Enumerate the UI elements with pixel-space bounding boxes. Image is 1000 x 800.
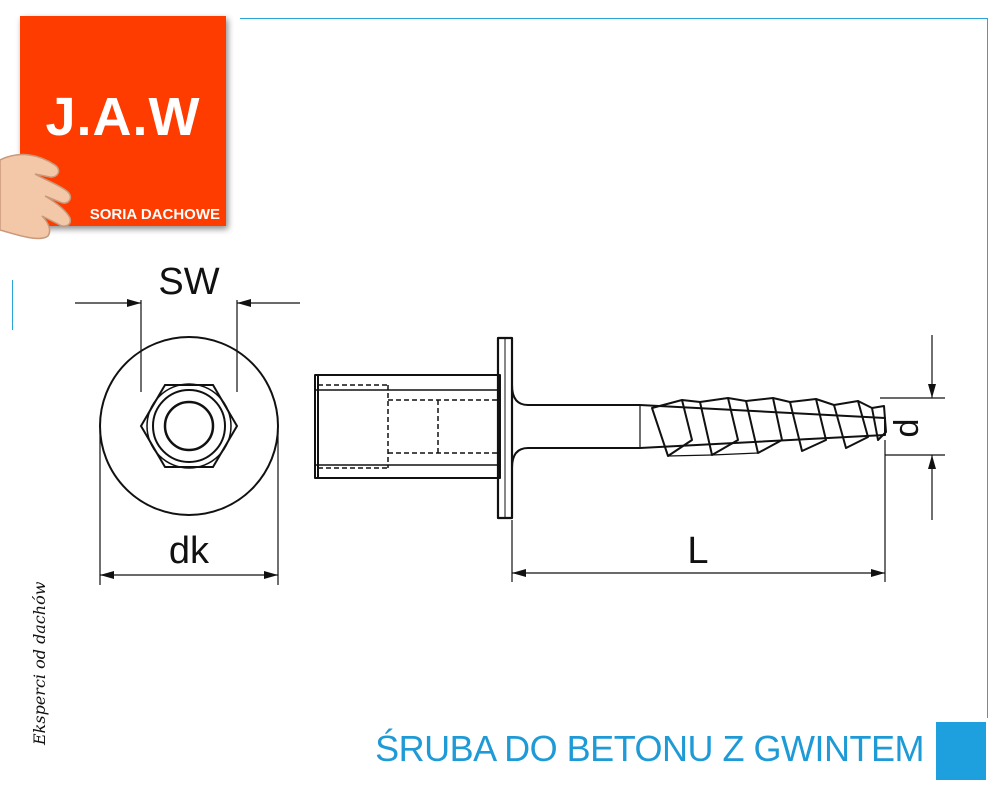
frame-left-line (12, 280, 13, 330)
length-label: L (687, 530, 708, 572)
signature: Eksperci od dachów (30, 581, 49, 745)
front-view (99, 336, 279, 516)
dk-dimension (99, 430, 279, 585)
frame-top-line (240, 18, 988, 19)
product-title: ŚRUBA DO BETONU Z GWINTEM (375, 728, 924, 769)
dk-label: dk (169, 530, 210, 572)
diameter-label: d (888, 419, 926, 438)
frame-right-line (987, 18, 988, 718)
sw-dimension (75, 299, 300, 392)
side-view (314, 336, 887, 520)
logo-tagline: SORIA DACHOWE (89, 206, 220, 223)
accent-square (936, 722, 986, 780)
logo-text: J.A.W (45, 87, 201, 147)
sw-label: SW (158, 261, 219, 303)
length-dimension (511, 440, 886, 582)
screw-threads (651, 397, 887, 457)
washer (496, 336, 514, 520)
hand-icon (0, 153, 72, 240)
hex-nut (139, 384, 239, 468)
sleeve (314, 374, 501, 479)
diameter-dimension (880, 335, 945, 520)
flange-circle (99, 336, 279, 516)
